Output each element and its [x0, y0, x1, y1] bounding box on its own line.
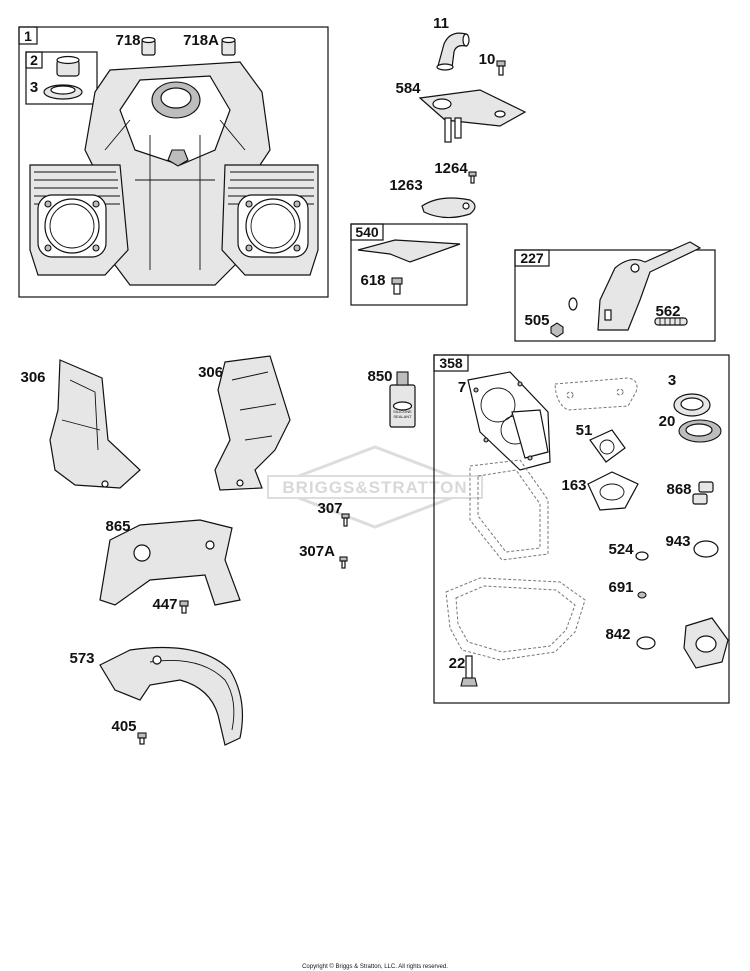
- shield-573-part: [99, 646, 244, 746]
- label-307: 307: [317, 500, 342, 517]
- tube-label-1: SILICONE: [393, 409, 412, 414]
- breather-tube-part: [436, 32, 470, 71]
- screw-1264-part: [468, 171, 477, 184]
- bolt-22-part: [460, 655, 478, 687]
- head-gasket-part: [467, 371, 551, 471]
- label-868: 868: [666, 481, 691, 498]
- screw-307-part: [341, 513, 350, 527]
- oil-seal-part: [43, 84, 83, 100]
- box-540-border: [350, 223, 468, 306]
- label-2: 2: [30, 52, 38, 68]
- box-2-tag: [25, 51, 43, 69]
- label-1: 1: [24, 28, 32, 44]
- box-540-frame: 540: [350, 223, 468, 306]
- box-358-frame: 358: [433, 354, 730, 704]
- label-447: 447: [152, 596, 177, 613]
- shroud-306-part: [49, 359, 141, 489]
- label-3-seal: 3: [30, 79, 38, 96]
- bushing-part: [56, 55, 80, 77]
- o-ring-943-part: [693, 540, 719, 558]
- label-163: 163: [561, 477, 586, 494]
- box-1-border: [18, 26, 329, 298]
- washer-505-part: [568, 297, 578, 311]
- label-307a: 307A: [299, 543, 335, 560]
- box-227-border: [514, 249, 716, 342]
- breather-cover-part: [418, 89, 527, 143]
- shroud-306a-part: [214, 355, 291, 491]
- gasket-540-part: [357, 239, 461, 263]
- o-ring-842-part: [636, 636, 656, 650]
- seal-3-kit-part: [673, 393, 711, 417]
- label-618: 618: [360, 272, 385, 289]
- label-584: 584: [395, 80, 421, 97]
- label-842: 842: [605, 626, 630, 643]
- valve-cover-gasket-top-part: [554, 377, 638, 411]
- label-51: 51: [576, 422, 593, 439]
- label-562: 562: [655, 303, 680, 320]
- label-718a: 718A: [183, 32, 219, 49]
- label-3-kit: 3: [668, 372, 676, 389]
- box-358-tag: [433, 354, 469, 372]
- label-540: 540: [355, 224, 379, 240]
- plug-868-part: [692, 481, 714, 505]
- label-306: 306: [20, 369, 45, 386]
- label-1264: 1264: [434, 160, 468, 177]
- seal-20-part: [678, 419, 722, 443]
- label-691: 691: [608, 579, 633, 596]
- label-850: 850: [367, 368, 392, 385]
- screw-405-part: [137, 732, 147, 745]
- label-573: 573: [69, 650, 94, 667]
- dowel-pin-718: [141, 36, 156, 56]
- tube-label-2: SEALANT: [393, 414, 412, 419]
- label-943: 943: [665, 533, 690, 550]
- label-405: 405: [111, 718, 136, 735]
- nut-505-part: [550, 322, 564, 338]
- label-7: 7: [458, 379, 466, 396]
- screw-618-part: [391, 277, 403, 295]
- label-11: 11: [433, 15, 449, 32]
- copyright-text: Copyright © Briggs & Stratton, LLC. All …: [302, 963, 448, 970]
- label-227: 227: [520, 250, 544, 266]
- box-227-tag: [514, 249, 550, 267]
- box-227-frame: 227: [514, 249, 716, 342]
- valve-cover-gasket-part: [469, 459, 549, 561]
- sealant-tube-part: SILICONE SEALANT: [389, 371, 416, 428]
- screw-447-part: [179, 600, 189, 614]
- watermark-logo: BRIGGS&STRATTON: [265, 445, 485, 529]
- screw-307a-part: [339, 556, 348, 569]
- reed-valve-part: [421, 197, 476, 219]
- label-20: 20: [659, 413, 676, 430]
- box-358-border: [433, 354, 730, 704]
- box-2-border: [25, 51, 98, 105]
- label-865: 865: [105, 518, 130, 535]
- label-505: 505: [524, 312, 549, 329]
- gasket-51-part: [589, 429, 626, 463]
- label-10: 10: [479, 51, 496, 68]
- watermark-text: BRIGGS&STRATTON: [282, 478, 467, 497]
- label-358: 358: [439, 355, 463, 371]
- bracket-227-part: [597, 241, 702, 331]
- o-ring-691-part: [637, 591, 647, 599]
- spring-562-part: [654, 317, 688, 326]
- baffle-865-part: [99, 519, 241, 606]
- label-1263: 1263: [389, 177, 422, 194]
- label-718: 718: [115, 32, 140, 49]
- gasket-163-part: [587, 471, 639, 511]
- dowel-pin-718a: [221, 36, 236, 56]
- label-524: 524: [608, 541, 634, 558]
- box-540-tag: [350, 223, 384, 241]
- label-22: 22: [449, 655, 466, 672]
- crankcase-part: [29, 61, 319, 286]
- box-1-tag: [18, 26, 38, 45]
- screw-10-part: [496, 60, 506, 76]
- o-ring-524-part: [635, 551, 649, 561]
- box-1-frame: 1 2: [18, 26, 329, 298]
- crankcase-gasket-part: [445, 577, 586, 661]
- flange-part: [683, 617, 729, 669]
